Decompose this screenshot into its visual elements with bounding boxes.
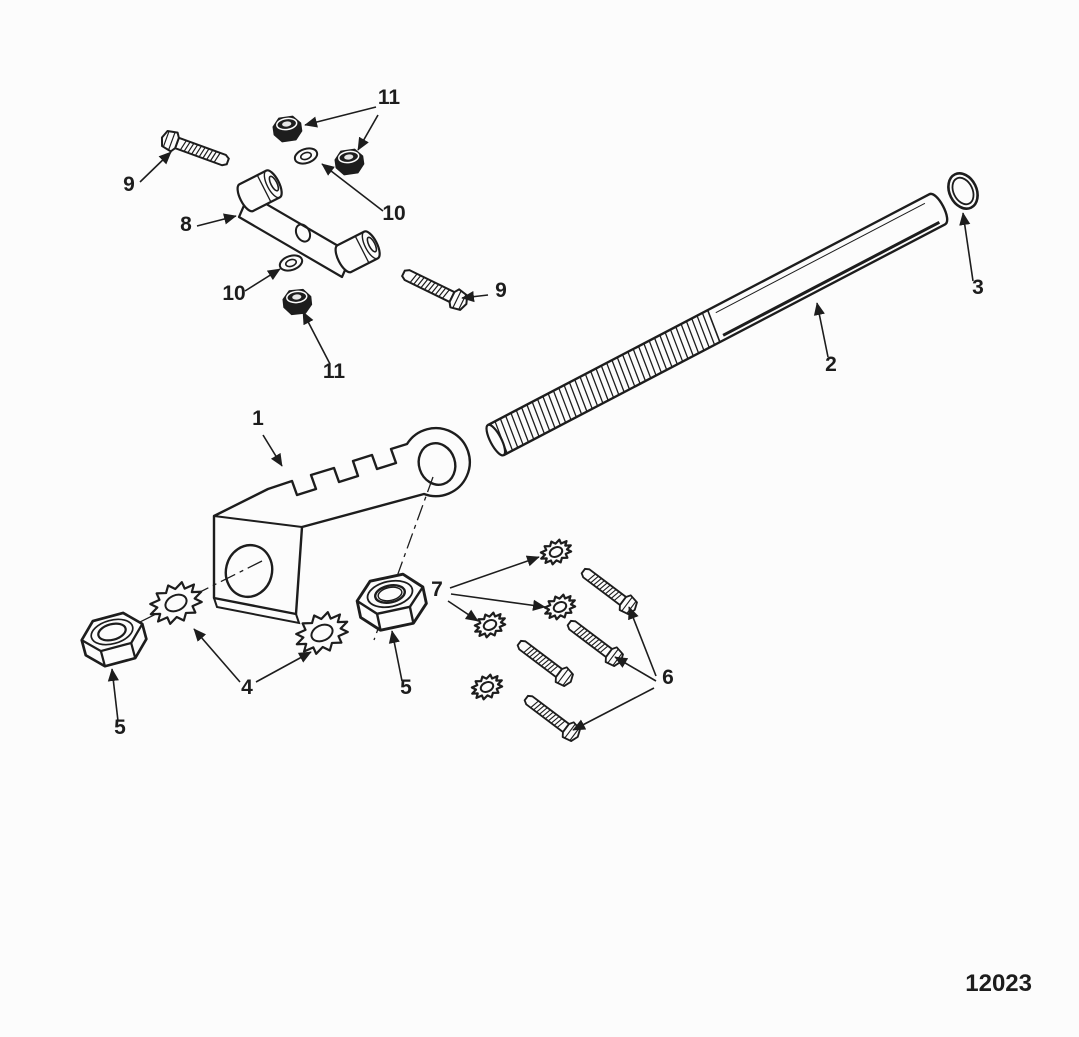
part-bolt-lower	[398, 263, 472, 315]
part-flat-washer-bottom	[276, 251, 306, 275]
part-o-ring	[947, 172, 979, 210]
leader-6-b	[614, 656, 657, 682]
part-flat-washer-top	[291, 144, 321, 168]
leader-4-a	[193, 628, 241, 683]
leader-7-b	[450, 593, 546, 611]
part-tooth-washer-2	[539, 588, 581, 626]
leader-7-a	[449, 555, 540, 589]
callout-11-upper: 11	[378, 86, 401, 109]
leader-9-upper	[139, 151, 172, 183]
leader-11-upper-b	[357, 114, 379, 151]
leader-5-right	[388, 630, 403, 682]
part-tooth-washer-1	[535, 533, 577, 571]
callout-5-left: 5	[114, 716, 126, 739]
part-locknut-top	[271, 114, 304, 144]
part-screw-3	[512, 634, 578, 691]
part-screw-2	[562, 614, 628, 671]
part-locknut-bottom	[281, 287, 314, 317]
leader-2	[813, 302, 829, 358]
callout-4: 4	[241, 676, 253, 699]
part-screw-1	[576, 562, 642, 619]
leader-7-c	[447, 600, 479, 622]
part-tooth-washer-4	[466, 668, 508, 706]
leader-1	[262, 434, 283, 467]
callout-8: 8	[180, 213, 192, 236]
part-locknut-top-right	[333, 147, 366, 177]
callout-1: 1	[252, 407, 264, 430]
part-screw-4	[519, 689, 585, 746]
part-lock-washer-right	[289, 604, 355, 662]
figure-number: 12023	[965, 970, 1032, 997]
callout-10-lower: 10	[222, 282, 245, 305]
leader-6-a	[628, 606, 657, 677]
part-threaded-rod	[485, 193, 949, 457]
callout-10-upper: 10	[382, 202, 405, 225]
leader-10-lower	[244, 268, 281, 292]
leader-9-lower	[461, 291, 489, 303]
callout-2: 2	[825, 353, 837, 376]
part-tooth-washer-3	[469, 606, 511, 644]
callout-6: 6	[662, 666, 674, 689]
callout-9-upper: 9	[123, 173, 135, 196]
leader-4-b	[255, 651, 312, 683]
part-hex-nut-right	[352, 569, 432, 636]
callout-9-lower: 9	[495, 279, 507, 302]
leader-3	[959, 212, 974, 282]
part-lock-washer-left	[143, 574, 209, 632]
leader-8	[196, 213, 237, 227]
callout-7: 7	[431, 578, 443, 601]
leader-6-c	[572, 687, 655, 731]
callout-3: 3	[972, 276, 984, 299]
leader-11-upper-a	[304, 106, 377, 128]
leader-10-upper	[321, 163, 384, 212]
leader-11-lower	[302, 311, 331, 365]
part-clamp-block	[233, 166, 385, 279]
part-hex-nut-left	[76, 607, 152, 672]
callout-11-lower: 11	[323, 360, 346, 383]
leader-lines	[107, 106, 974, 731]
leader-5-left	[107, 668, 119, 722]
callout-5-right: 5	[400, 676, 412, 699]
part-bolt-upper	[157, 127, 233, 172]
